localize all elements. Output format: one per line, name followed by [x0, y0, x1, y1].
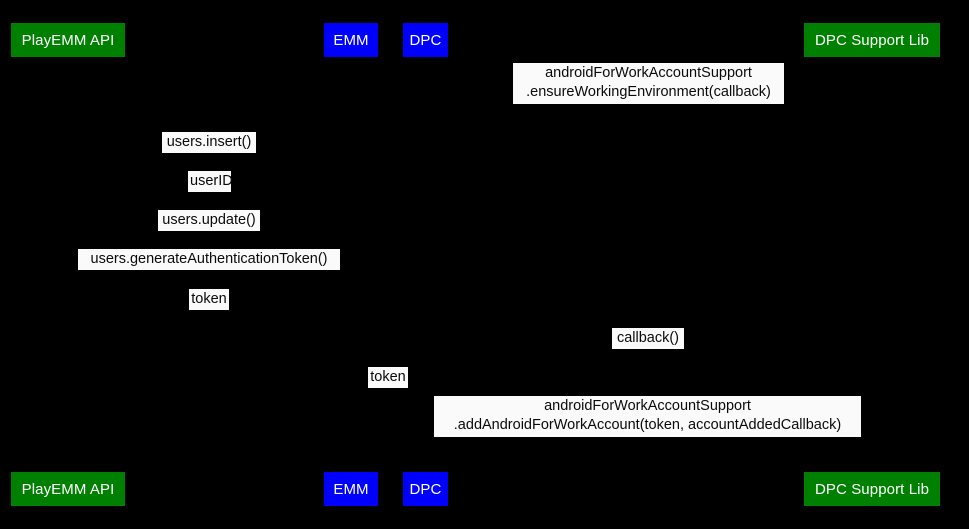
participant-playemm-api-top[interactable]: PlayEMM API	[11, 23, 125, 57]
participant-label: DPC Support Lib	[814, 31, 930, 49]
participant-label: DPC	[409, 31, 442, 49]
participant-label: PlayEMM API	[21, 31, 115, 49]
participant-label: EMM	[333, 480, 369, 498]
participant-dpc-support-lib-top[interactable]: DPC Support Lib	[804, 23, 940, 57]
message-label-users-generate-authentication-token: users.generateAuthenticationToken()	[78, 249, 340, 270]
participant-label: PlayEMM API	[21, 480, 115, 498]
message-line: .addAndroidForWorkAccount(token, account…	[453, 417, 842, 433]
message-line: users.generateAuthenticationToken()	[90, 251, 328, 267]
participant-dpc-support-lib-bottom[interactable]: DPC Support Lib	[804, 472, 940, 506]
message-label-users-insert: users.insert()	[162, 132, 256, 153]
participant-label: DPC	[409, 480, 442, 498]
message-line: callback()	[616, 330, 680, 346]
message-line: androidForWorkAccountSupport	[544, 398, 751, 414]
message-line: users.update()	[162, 212, 256, 228]
message-line: androidForWorkAccountSupport	[545, 65, 752, 81]
message-label-user-id: userID	[188, 171, 233, 192]
message-label-callback: callback()	[612, 328, 684, 349]
message-label-add-android-for-work-account: androidForWorkAccountSupport .addAndroidF…	[434, 396, 861, 437]
message-label-ensure-working-environment: androidForWorkAccountSupport .ensureWorki…	[513, 63, 784, 104]
message-line: token	[191, 291, 227, 307]
message-line: users.insert()	[166, 134, 252, 150]
participant-emm-top[interactable]: EMM	[324, 23, 378, 57]
message-line: token	[370, 369, 406, 385]
participant-playemm-api-bottom[interactable]: PlayEMM API	[11, 472, 125, 506]
participant-label: DPC Support Lib	[814, 480, 930, 498]
message-label-token-to-dpc: token	[368, 367, 408, 388]
message-label-users-update: users.update()	[158, 210, 260, 231]
participant-label: EMM	[333, 31, 369, 49]
message-line: userID	[190, 173, 233, 189]
participant-dpc-bottom[interactable]: DPC	[403, 472, 448, 506]
participant-dpc-top[interactable]: DPC	[403, 23, 448, 57]
message-line: .ensureWorkingEnvironment(callback)	[526, 84, 771, 100]
message-label-token-to-emm: token	[189, 289, 229, 310]
participant-emm-bottom[interactable]: EMM	[324, 472, 378, 506]
